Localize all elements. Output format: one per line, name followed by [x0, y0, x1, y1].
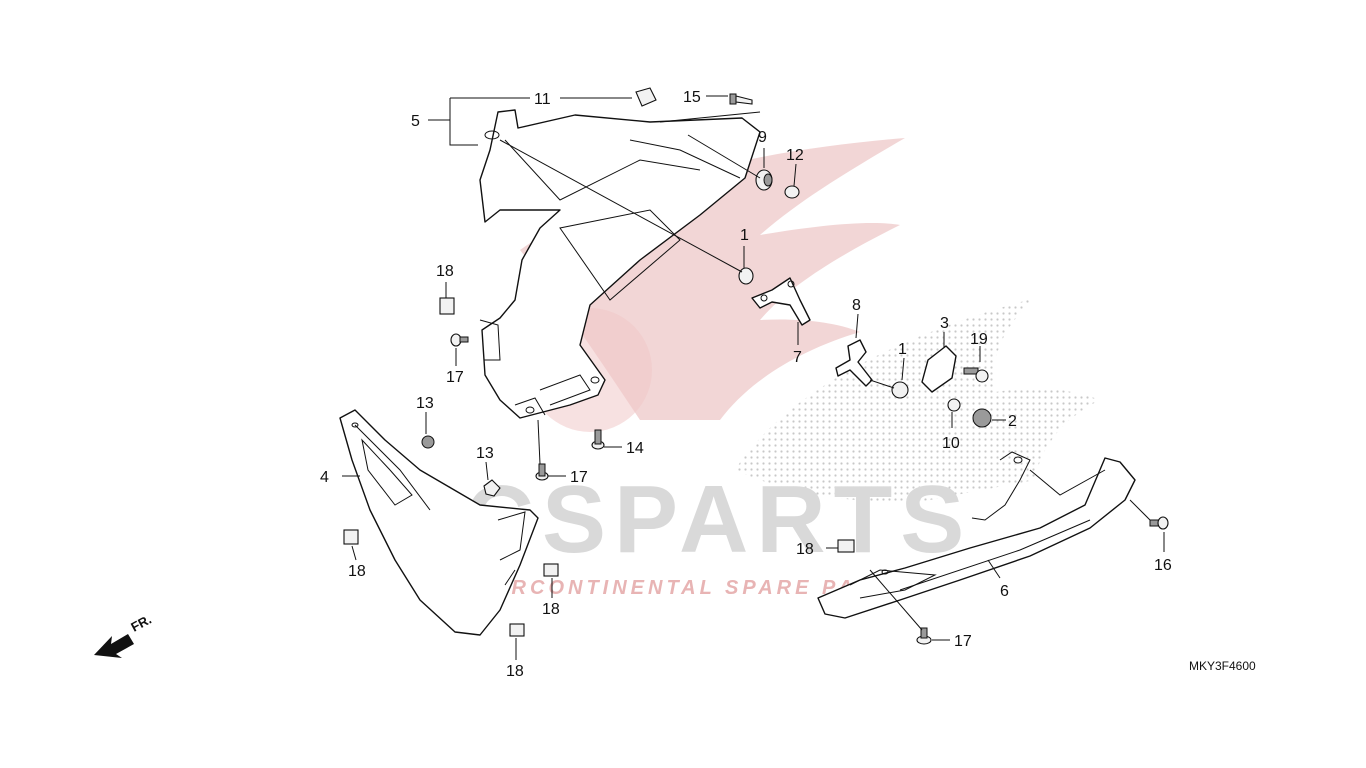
- callout-5: 5: [411, 113, 420, 130]
- callout-17-left: 17: [446, 369, 464, 386]
- part-10-collar[interactable]: [947, 398, 961, 412]
- part-12-collar[interactable]: [784, 185, 800, 199]
- callout-7: 7: [793, 349, 802, 366]
- callout-13-left: 13: [416, 395, 434, 412]
- part-13-nut-b[interactable]: [483, 479, 501, 497]
- hardware: [343, 87, 1169, 645]
- part-5-inner-cowl[interactable]: [479, 109, 761, 419]
- callout-labels: 11 5 15 9 12 1 7 18 17 13 4 18 14 17 13 …: [320, 89, 1172, 680]
- part-6-under-cowl[interactable]: [817, 451, 1136, 619]
- part-17-screw-a[interactable]: [450, 333, 469, 347]
- part-4-lower-cowl[interactable]: [339, 409, 539, 636]
- part-2-grommet[interactable]: [972, 408, 992, 428]
- part-18-clip-a[interactable]: [439, 297, 455, 315]
- part-9-grommet[interactable]: [755, 169, 773, 191]
- callout-4: 4: [320, 469, 329, 486]
- part-18-clip-b[interactable]: [343, 529, 359, 545]
- part-1-washer-b[interactable]: [891, 381, 909, 399]
- part-11-clip[interactable]: [635, 87, 657, 107]
- part-18-clip-c[interactable]: [543, 563, 559, 577]
- callout-18-left: 18: [348, 563, 366, 580]
- part-19-bolt[interactable]: [963, 367, 989, 383]
- callout-11: 11: [534, 91, 551, 108]
- front-direction-indicator: FR.: [94, 612, 154, 658]
- callout-3: 3: [940, 315, 949, 332]
- part-7-bracket[interactable]: [751, 277, 811, 326]
- callout-16: 16: [1154, 557, 1172, 574]
- callout-19: 19: [970, 331, 988, 348]
- part-17-screw-c[interactable]: [916, 627, 932, 645]
- part-18-clip-d[interactable]: [509, 623, 525, 637]
- part-15-bolt[interactable]: [729, 93, 753, 105]
- diagram-code: MKY3F4600: [1189, 659, 1256, 673]
- watermark-dotted-wing: [735, 298, 1100, 502]
- part-3-plate[interactable]: [921, 345, 957, 393]
- part-8-bracket[interactable]: [835, 339, 873, 387]
- callout-2: 2: [1008, 413, 1017, 430]
- callout-12: 12: [786, 147, 804, 164]
- part-13-nut-a[interactable]: [421, 435, 435, 449]
- callout-9: 9: [758, 129, 767, 146]
- front-arrow-icon: [94, 634, 134, 658]
- callout-17-right: 17: [954, 633, 972, 650]
- front-arrow-label: FR.: [128, 612, 154, 635]
- callout-17-mid: 17: [570, 469, 588, 486]
- callout-1-upper: 1: [740, 227, 749, 244]
- part-16-screw[interactable]: [1149, 516, 1169, 530]
- part-1-washer-a[interactable]: [738, 267, 754, 285]
- part-18-clip-e[interactable]: [837, 539, 855, 553]
- callout-8: 8: [852, 297, 861, 314]
- callout-18-bottom: 18: [506, 663, 524, 680]
- callout-10: 10: [942, 435, 960, 452]
- callout-6: 6: [1000, 583, 1009, 600]
- callout-1-right: 1: [898, 341, 907, 358]
- callout-15: 15: [683, 89, 701, 106]
- callout-18-upper: 18: [436, 263, 454, 280]
- callout-13-mid: 13: [476, 445, 494, 462]
- callout-18-right: 18: [796, 541, 814, 558]
- part-14-screw[interactable]: [591, 429, 605, 450]
- callout-14: 14: [626, 440, 644, 457]
- callout-18-mid: 18: [542, 601, 560, 618]
- watermark-tagline: INTERCONTINENTAL SPARE PARTS: [450, 577, 908, 599]
- part-17-screw-b[interactable]: [535, 463, 549, 481]
- leader-lines: [342, 95, 1165, 660]
